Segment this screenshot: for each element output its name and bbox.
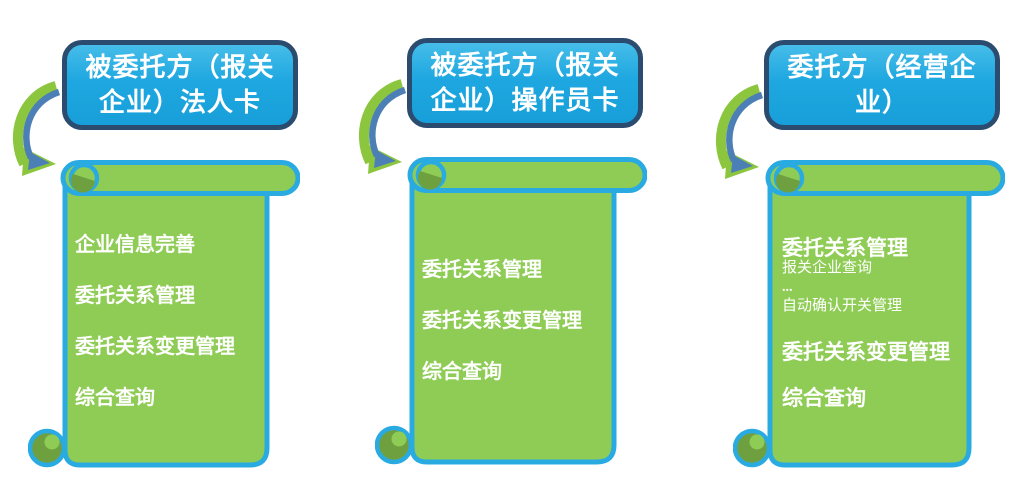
header-box-declaring-operator-card: 被委托方（报关企业）操作员卡: [407, 38, 643, 128]
scroll-item: 综合查询: [75, 387, 155, 409]
scroll-bottom-curl: [375, 425, 414, 465]
scroll-item: 综合查询: [422, 361, 502, 383]
header-box-entrusting-enterprise: 委托方（经营企业）: [764, 40, 1000, 130]
curved-down-arrow-icon: [12, 81, 61, 176]
scroll-subitem: 报关企业查询: [782, 260, 873, 276]
scroll-item: 综合查询: [782, 386, 866, 410]
vertical-scroll-icon: [375, 157, 647, 465]
scroll-shape-3: 委托关系管理 报关企业查询 ... 自动确认开关管理 委托关系变更管理 综合查询: [733, 160, 1005, 472]
curved-down-arrow-icon: [715, 84, 764, 179]
scroll-body: [62, 177, 270, 468]
scroll-item: 委托关系管理: [422, 259, 542, 281]
curved-down-arrow-icon: [358, 79, 407, 174]
scroll-item: 委托关系变更管理: [422, 310, 582, 332]
scroll-shape-1: 企业信息完善 委托关系管理 委托关系变更管理 综合查询: [28, 160, 300, 472]
scroll-item-list-3: 委托关系管理 报关企业查询 ... 自动确认开关管理 委托关系变更管理 综合查询: [782, 234, 950, 412]
vertical-scroll-icon: [733, 160, 1005, 468]
vertical-scroll-icon: [28, 160, 300, 468]
scroll-item: 委托关系变更管理: [75, 336, 235, 358]
scroll-subitem: 自动确认开关管理: [782, 298, 903, 314]
scroll-bottom-curl: [28, 428, 67, 468]
scroll-item: 委托关系管理: [75, 285, 195, 307]
scroll-bottom-curl: [733, 428, 772, 468]
scroll-body: [767, 177, 972, 468]
scroll-shape-2: 委托关系管理 委托关系变更管理 综合查询: [375, 157, 647, 469]
scroll-item: 企业信息完善: [75, 234, 195, 256]
ellipsis-placeholder: ...: [782, 280, 793, 295]
header-box-declaring-legal-person-card: 被委托方（报关企业）法人卡: [62, 40, 298, 130]
scroll-body: [409, 174, 617, 465]
scroll-item: 委托关系变更管理: [782, 340, 950, 364]
scroll-item: 委托关系管理: [782, 236, 908, 260]
scroll-item-list-1: 企业信息完善 委托关系管理 委托关系变更管理 综合查询: [75, 232, 235, 412]
scroll-item-list-2: 委托关系管理 委托关系变更管理 综合查询: [422, 257, 582, 386]
